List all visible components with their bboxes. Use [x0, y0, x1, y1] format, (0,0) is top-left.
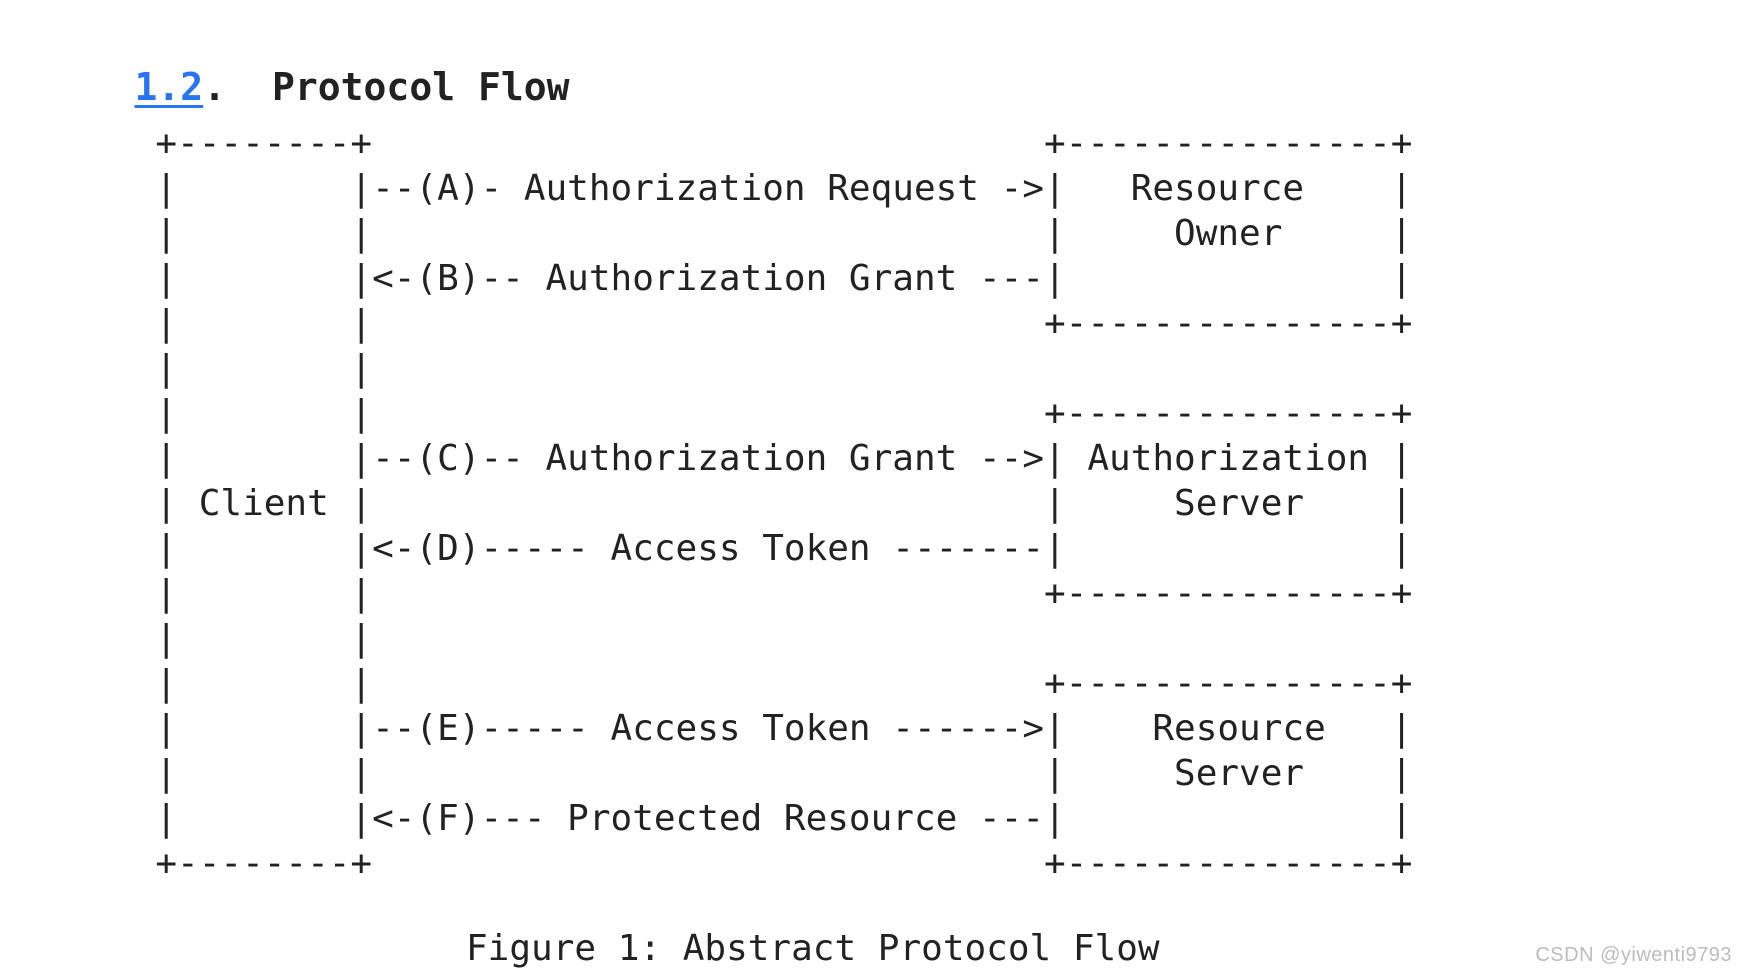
section-number-link[interactable]: 1.2: [134, 65, 204, 109]
csdn-watermark: CSDN @yiwenti9793: [1535, 944, 1732, 966]
protocol-flow-ascii-diagram: +--------+ +---------------+ | |--(A)- A…: [155, 123, 1413, 884]
section-title: Protocol Flow: [272, 65, 570, 109]
heading-separator: .: [203, 65, 227, 109]
section-heading: 1.2. Protocol Flow: [43, 30, 570, 144]
figure-caption: Figure 1: Abstract Protocol Flow: [466, 928, 1160, 969]
